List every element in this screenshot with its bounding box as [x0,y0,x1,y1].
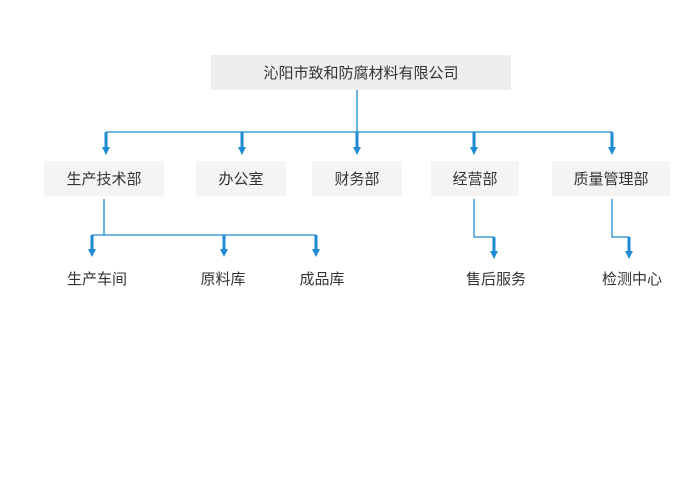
quality-branch-line [611,199,629,238]
after-sales-arrow-shaft [492,237,496,252]
dept-business: 经营部 [431,161,519,196]
dept-production-tech-label: 生产技术部 [66,170,142,188]
node-after-sales-service: 售后服务 [446,267,546,289]
quality-drop-arrow [625,237,633,259]
node-finished-goods-store: 成品库 [281,267,363,289]
workshop-arrow-head [88,249,96,257]
testing-arrow-shaft [627,237,631,252]
department-drop-arrows [102,132,616,155]
company-name: 沁阳市致和防腐材料有限公司 [263,64,459,82]
sales-branch-line [473,199,494,238]
dept-office-label: 办公室 [218,170,264,188]
node-raw-material-store: 原料库 [182,267,264,289]
company-root-node: 沁阳市致和防腐材料有限公司 [211,55,511,90]
drop-arrow-shaft-3 [355,132,359,149]
node-finished-goods-store-label: 成品库 [299,269,345,288]
workshop-arrow-shaft [90,235,94,250]
drop-arrow-head-5 [608,147,616,155]
dept-quality-management: 质量管理部 [552,161,670,196]
drop-arrow-shaft-5 [610,132,614,149]
finished-store-arrow-head [312,249,320,257]
node-testing-center-label: 检测中心 [601,269,662,288]
finished-store-arrow-shaft [314,235,318,250]
drop-arrow-shaft-4 [472,132,476,149]
node-after-sales-service-label: 售后服务 [465,269,526,288]
testing-arrow-head [625,251,633,259]
node-raw-material-store-label: 原料库 [200,269,246,288]
dept-finance: 财务部 [312,161,402,196]
node-testing-center: 检测中心 [582,267,682,289]
drop-arrow-shaft-2 [240,132,244,149]
drop-arrow-head-1 [102,147,110,155]
drop-arrow-head-4 [470,147,478,155]
drop-arrow-head-2 [238,147,246,155]
raw-store-arrow-head [220,249,228,257]
dept-quality-management-label: 质量管理部 [573,170,649,188]
dept-business-label: 经营部 [452,170,498,188]
production-drop-arrows [88,235,320,257]
drop-arrow-shaft-1 [104,132,108,149]
dept-finance-label: 财务部 [334,170,380,188]
sales-drop-arrow [490,237,498,259]
node-production-workshop: 生产车间 [46,267,148,289]
node-production-workshop-label: 生产车间 [66,269,127,288]
dept-production-tech: 生产技术部 [44,161,164,196]
after-sales-arrow-head [490,251,498,259]
raw-store-arrow-shaft [222,235,226,250]
drop-arrow-head-3 [353,147,361,155]
dept-office: 办公室 [196,161,286,196]
